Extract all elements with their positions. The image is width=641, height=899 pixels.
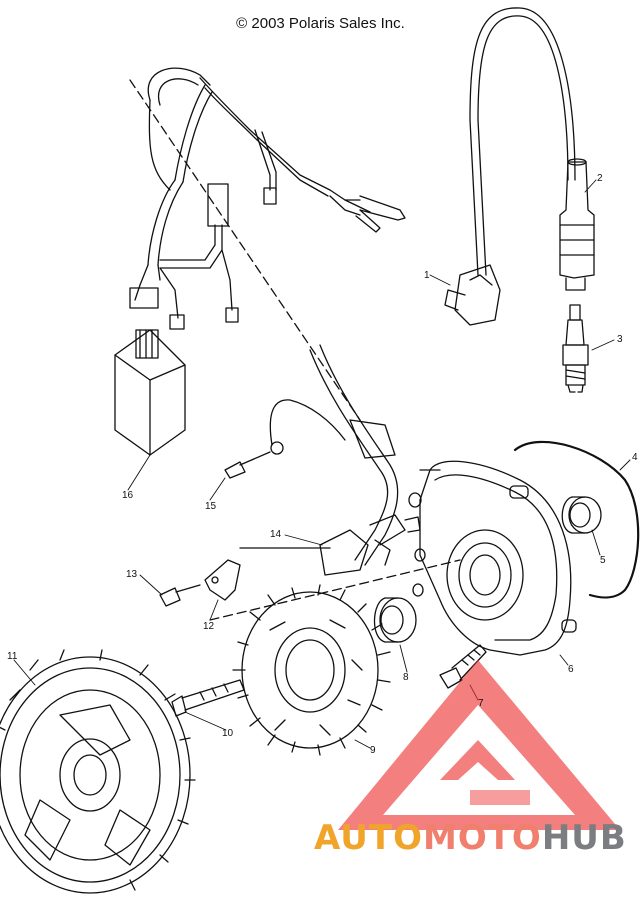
callout-5: 5 [600,555,606,566]
ground-wire [224,399,346,479]
callout-9: 9 [370,745,376,756]
bolt-10 [171,679,245,717]
copyright-text: © 2003 Polaris Sales Inc. [236,15,405,32]
stator [232,584,391,756]
callout-12: 12 [203,621,215,632]
spark-plug [562,304,589,393]
center-line [129,79,361,421]
callout-7: 7 [478,698,484,709]
callout-13: 13 [126,569,138,580]
bracket [159,547,331,607]
o-ring [513,440,640,599]
callout-1: 1 [424,270,430,281]
leader-lines [13,179,631,749]
callout-6: 6 [568,664,574,675]
callout-16: 16 [122,490,134,501]
wiring-harness [129,67,406,330]
callout-14: 14 [270,529,282,540]
stator-plate [408,460,577,656]
callout-15: 15 [205,501,217,512]
callout-8: 8 [403,672,409,683]
watermark-text: AUTOMOTOHUB [314,818,627,858]
watermark-moto: MOTO [422,818,542,858]
callout-4: 4 [632,452,638,463]
spark-plug-cap [559,158,595,291]
watermark-auto: AUTO [314,818,423,858]
callout-3: 3 [617,334,623,345]
watermark-hub: HUB [541,818,627,858]
ignition-coil [444,7,576,326]
callout-11: 11 [7,651,18,662]
pulse-coil [309,344,421,576]
callout-2: 2 [597,173,603,184]
seal-8 [373,597,417,643]
callout-10: 10 [222,728,234,739]
watermark-logo [338,660,620,830]
cdi-box [114,329,186,456]
flywheel [0,649,196,894]
seal-5 [561,496,602,534]
